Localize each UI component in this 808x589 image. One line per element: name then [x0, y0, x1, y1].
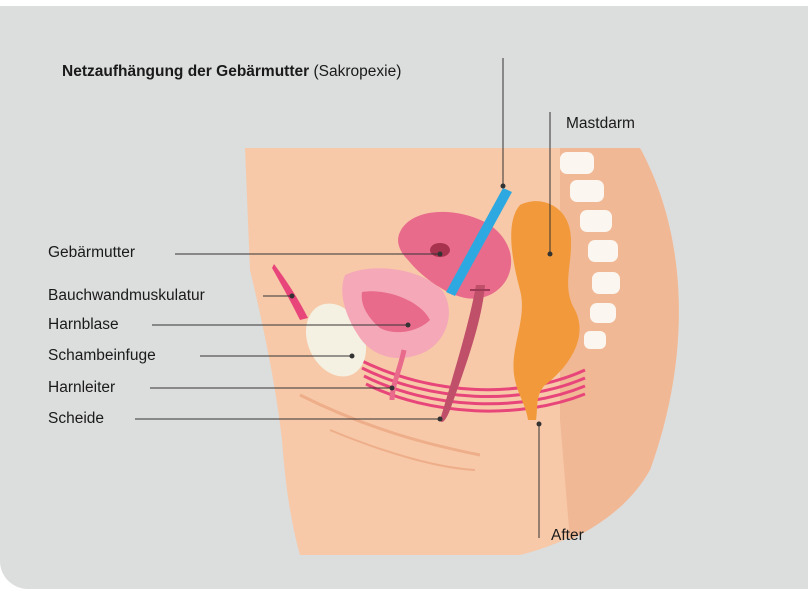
label-mastdarm: Mastdarm [566, 116, 635, 132]
label-gebaermutter: Gebärmutter [48, 245, 135, 261]
label-bauchwandmuskulatur: Bauchwandmuskulatur [48, 288, 205, 304]
label-harnblase: Harnblase [48, 317, 119, 333]
label-schambeinfuge: Schambeinfuge [48, 348, 156, 364]
title-main: Netzaufhängung der Gebärmutter [62, 63, 309, 80]
back-edge [560, 148, 679, 540]
diagram-title: Netzaufhängung der Gebärmutter (Sakropex… [62, 64, 401, 80]
label-harnleiter: Harnleiter [48, 380, 115, 396]
label-scheide: Scheide [48, 411, 104, 427]
label-after: After [551, 528, 584, 544]
title-sub: (Sakropexie) [313, 63, 401, 80]
